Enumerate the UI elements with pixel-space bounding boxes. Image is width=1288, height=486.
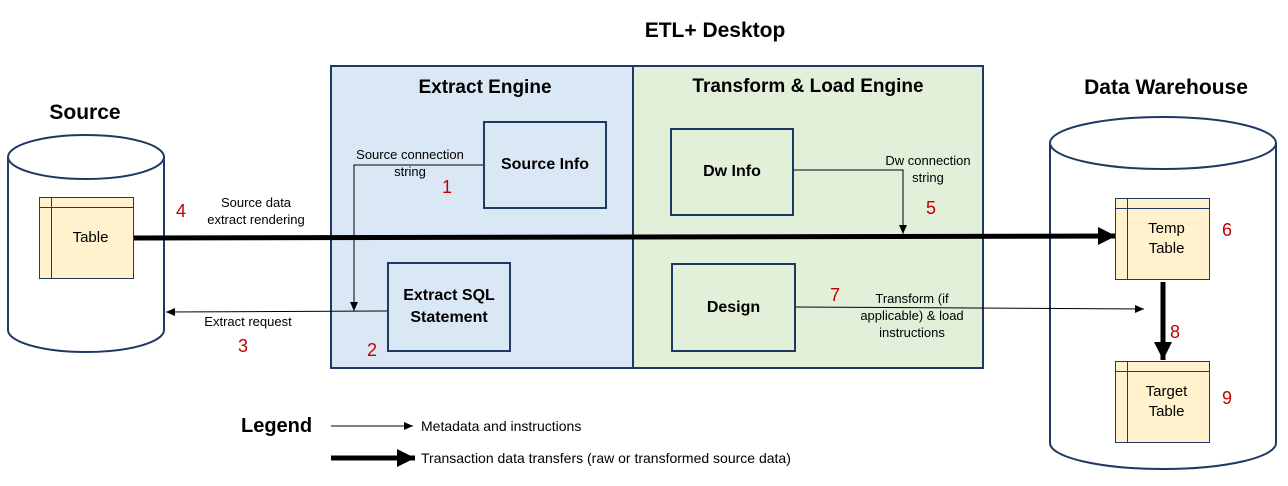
- transform-instructions-label: Transform (if applicable) & load instruc…: [860, 291, 964, 340]
- transform-load-engine-title: Transform & Load Engine: [692, 76, 924, 97]
- step-number-8: 8: [1170, 322, 1181, 342]
- extract-request-arrow: [165, 307, 388, 316]
- source-connection-label: Source connection string: [356, 147, 464, 179]
- target-table: Target Table: [1115, 361, 1210, 443]
- step-number-4: 4: [176, 201, 187, 221]
- temp-table-label: Temp Table: [1148, 220, 1185, 257]
- extract-engine-title: Extract Engine: [418, 77, 552, 98]
- source-heading: Source: [49, 101, 121, 124]
- legend-metadata-label: Metadata and instructions: [421, 418, 582, 434]
- connector-dw-info: [794, 169, 907, 234]
- dw-connection-label: Dw connection string: [885, 153, 971, 185]
- temp-table: Temp Table: [1115, 198, 1210, 280]
- extract-sql-box: Extract SQL Statement: [387, 262, 511, 352]
- warehouse-heading: Data Warehouse: [1084, 76, 1248, 99]
- source-table: Table: [39, 197, 134, 279]
- extract-engine-panel: [330, 65, 634, 369]
- step-number-1: 1: [442, 177, 453, 197]
- diagram-title: ETL+ Desktop: [644, 19, 786, 42]
- step-number-2: 2: [367, 340, 378, 360]
- source-info-box: Source Info: [483, 121, 607, 209]
- step-number-3: 3: [238, 336, 249, 356]
- transform-load-engine-panel: [632, 65, 984, 369]
- source-data-extract-label: Source data extract rendering: [207, 195, 305, 227]
- data-transfer-arrow-4: [133, 227, 1117, 246]
- dw-info-box: Dw Info: [670, 128, 794, 216]
- connector-source-info-to-sql: [350, 164, 483, 311]
- step-number-9: 9: [1222, 388, 1233, 408]
- step-number-7: 7: [830, 285, 841, 305]
- design-box: Design: [671, 263, 796, 352]
- step-number-5: 5: [926, 198, 937, 218]
- legend-transaction-label: Transaction data transfers (raw or trans…: [421, 450, 791, 466]
- source-table-label: Table: [72, 229, 109, 246]
- legend-heading: Legend: [241, 415, 313, 437]
- design-instructions-arrow: [795, 304, 1145, 313]
- target-table-label: Target Table: [1145, 383, 1188, 420]
- step-number-6: 6: [1222, 220, 1233, 240]
- extract-request-label: Extract request: [204, 314, 292, 329]
